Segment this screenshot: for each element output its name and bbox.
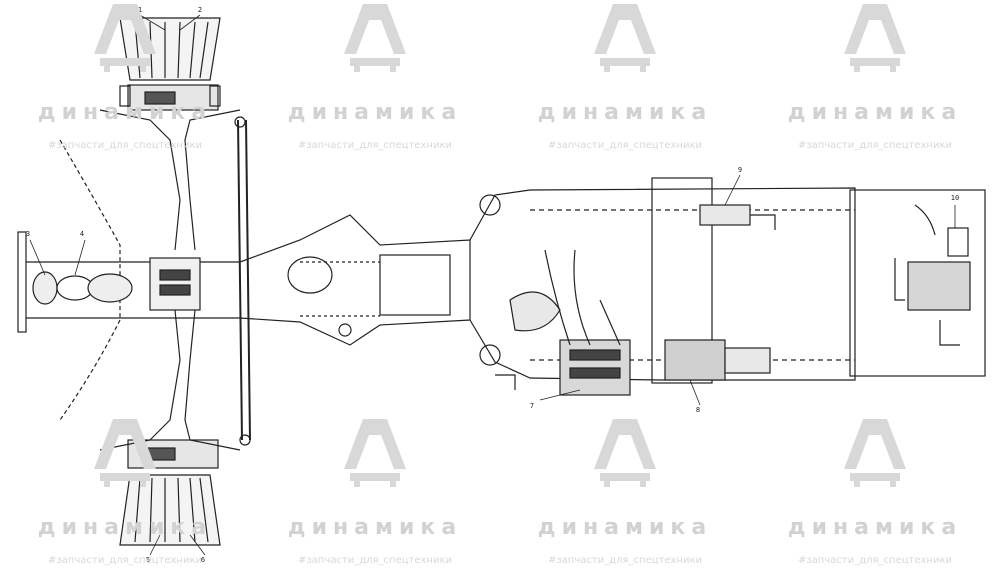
watermark-tagline: #запчасти_для_спецтехники	[297, 140, 452, 151]
watermark-tagline: #запчасти_для_спецтехники	[297, 555, 452, 566]
watermark-tagline: #запчасти_для_спецтехники	[797, 555, 952, 566]
part-callout-label: 2	[198, 6, 202, 14]
watermark-word: динамика	[287, 100, 463, 125]
dinamika-logo-icon	[344, 419, 406, 487]
part-callout-label: 8	[696, 406, 700, 414]
dinamika-logo-icon	[844, 419, 906, 487]
part-callout-label: 10	[951, 194, 959, 202]
dinamika-logo-icon	[844, 4, 906, 72]
watermark-word: динамика	[537, 100, 713, 125]
articulation-frame	[239, 214, 471, 346]
part-callout-label: 3	[26, 230, 30, 238]
dinamika-logo-icon	[344, 4, 406, 72]
dinamika-logo-icon	[594, 4, 656, 72]
watermark-tagline: #запчасти_для_спецтехники	[797, 140, 952, 151]
part-callout-label: 9	[738, 166, 742, 174]
part-callout-label: 4	[80, 230, 84, 238]
watermark-word: динамика	[787, 515, 963, 540]
watermark-tagline: #запчасти_для_спецтехники	[47, 555, 202, 566]
watermark-word: динамика	[287, 515, 463, 540]
part-callout-label: 5	[146, 556, 150, 564]
dinamika-logo-icon	[94, 419, 156, 487]
part-callout-label: 7	[530, 402, 534, 410]
hydraulic-pump	[664, 204, 776, 381]
watermark-tagline: #запчасти_для_спецтехники	[47, 140, 202, 151]
front-axle	[17, 231, 240, 333]
part-callout-label: 6	[201, 556, 205, 564]
watermark-word: динамика	[787, 100, 963, 125]
callout-leaders	[29, 14, 956, 556]
watermark-word: динамика	[37, 515, 213, 540]
dinamika-logo-icon	[594, 419, 656, 487]
watermark-tagline: #запчасти_для_спецтехники	[547, 140, 702, 151]
watermark-word: динамика	[537, 515, 713, 540]
bottom-wheel-assembly	[119, 439, 221, 546]
part-callout-label: 1	[138, 6, 142, 14]
hydraulic-tank	[894, 204, 971, 346]
watermark-tagline: #запчасти_для_спецтехники	[547, 555, 702, 566]
dinamika-logo-icon	[94, 4, 156, 72]
control-valve-block	[495, 249, 631, 396]
watermark-word: динамика	[37, 100, 213, 125]
front-frame	[59, 109, 251, 451]
